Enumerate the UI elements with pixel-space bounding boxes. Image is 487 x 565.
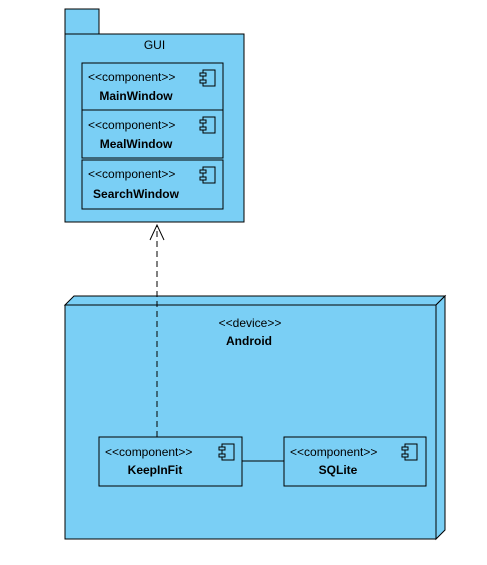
component-name: MainWindow: [99, 89, 173, 103]
component-name: SearchWindow: [93, 187, 180, 201]
component-stereotype: <<component>>: [290, 445, 377, 459]
component-search-window[interactable]: <<component>> SearchWindow: [81, 159, 224, 210]
component-name: KeepInFit: [128, 463, 183, 477]
component-name: SQLite: [319, 463, 358, 477]
component-keepinfit[interactable]: <<component>> KeepInFit: [98, 436, 243, 487]
component-meal-window[interactable]: <<component>> MealWindow: [81, 109, 224, 159]
node-top-face: [63, 295, 447, 306]
component-stereotype: <<component>>: [88, 167, 175, 181]
gui-package[interactable]: GUI <<component>> MainWindow <<component…: [64, 8, 245, 223]
node-side-face: [435, 294, 446, 541]
package-tab: [64, 8, 100, 35]
arrow-head: [149, 223, 165, 241]
android-node[interactable]: <<device>> Android <<component>> KeepInF…: [63, 294, 447, 541]
component-stereotype: <<component>>: [88, 118, 175, 132]
component-main-window[interactable]: <<component>> MainWindow: [81, 62, 224, 111]
package-name: GUI: [144, 38, 165, 52]
component-stereotype: <<component>>: [88, 70, 175, 84]
component-sqlite[interactable]: <<component>> SQLite: [283, 436, 427, 487]
node-front-face: [64, 304, 437, 540]
node-name: Android: [226, 334, 272, 348]
node-stereotype: <<device>>: [219, 316, 282, 330]
component-name: MealWindow: [100, 137, 173, 151]
dependency-arrow[interactable]: [149, 223, 165, 437]
component-stereotype: <<component>>: [105, 445, 192, 459]
